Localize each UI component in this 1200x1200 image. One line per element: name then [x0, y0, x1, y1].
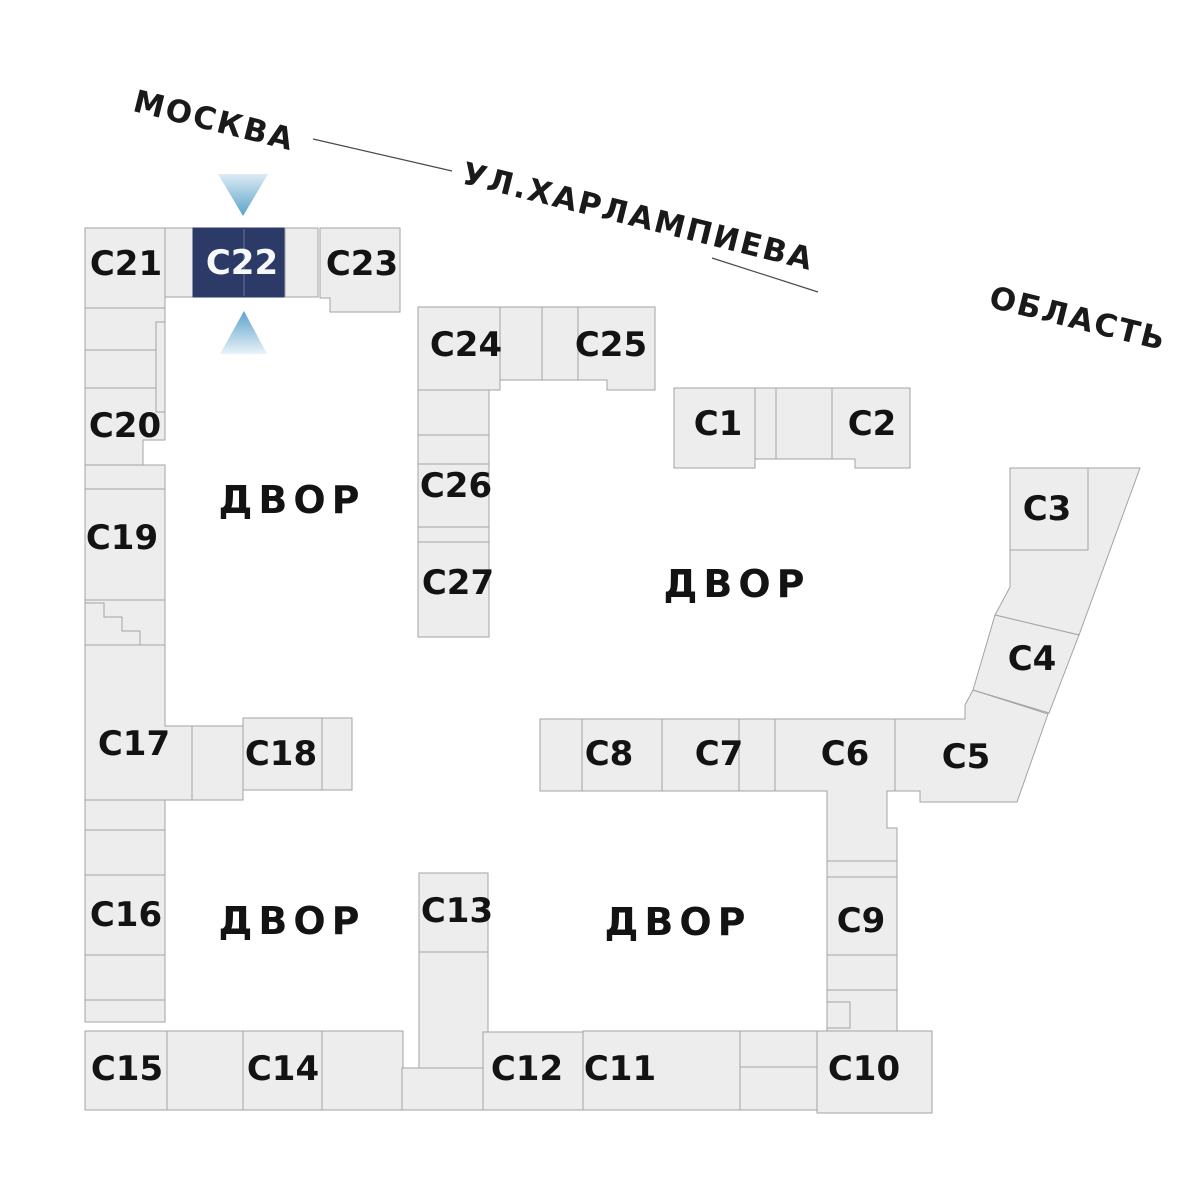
- street-city-label: МОСКВА: [130, 84, 299, 159]
- building-segment: [321, 1030, 404, 1111]
- street-line-right: [711, 257, 819, 293]
- building-c23-label: С23: [326, 244, 398, 284]
- building-c9-shape[interactable]: [826, 876, 898, 956]
- building-c2-shape[interactable]: [831, 387, 911, 469]
- street-region-label: ОБЛАСТЬ: [986, 280, 1171, 359]
- building-segment: [739, 1030, 818, 1111]
- building-segment: [401, 1067, 484, 1111]
- building-c8-label: С8: [585, 734, 634, 774]
- courtyard-label: ДВОР: [219, 478, 366, 522]
- building-segment: [826, 989, 898, 1032]
- building-c15-label: С15: [91, 1049, 163, 1089]
- building-c17-shape[interactable]: [84, 644, 193, 801]
- building-segment: [417, 526, 490, 543]
- notch-line: [827, 1001, 851, 1029]
- building-segment: [417, 434, 490, 465]
- building-segment: [321, 717, 353, 791]
- building-c2-label: С2: [848, 404, 897, 444]
- building-c26-shape[interactable]: [417, 463, 490, 528]
- building-c1-label: С1: [694, 404, 743, 444]
- building-c27-label: С27: [422, 563, 494, 603]
- building-c11-shape[interactable]: [582, 1030, 741, 1111]
- stair-steps-line: [85, 602, 141, 645]
- building-c19-label: С19: [86, 518, 158, 558]
- selected-arrow-top-icon: [218, 174, 268, 216]
- building-c5-label: С5: [942, 737, 991, 777]
- building-c3-shape[interactable]: [1009, 467, 1089, 551]
- building-segment: [84, 599, 166, 646]
- building-c6-label: С6: [821, 734, 870, 774]
- building-segment: [754, 387, 777, 460]
- building-c22-shape[interactable]: [192, 227, 286, 298]
- building-c23-shape[interactable]: [319, 227, 401, 313]
- building-segment: [541, 306, 579, 381]
- selected-arrow-bottom-icon: [220, 311, 267, 354]
- building-segment: [84, 307, 166, 351]
- building-c1-shape[interactable]: [673, 387, 756, 469]
- building-c24-label: С24: [430, 325, 502, 365]
- building-segment: [164, 227, 194, 298]
- building-c4-label: С4: [1008, 639, 1057, 679]
- building-c14-shape[interactable]: [242, 1030, 323, 1111]
- building-segment: [155, 321, 166, 413]
- building-c21-label: С21: [90, 244, 162, 284]
- building-segment: [418, 951, 489, 1069]
- building-c4-shape[interactable]: [972, 614, 1080, 714]
- building-segment: [84, 999, 166, 1023]
- building-c20-label: С20: [89, 406, 161, 446]
- building-segment: [84, 954, 166, 1001]
- building-segment: [84, 464, 166, 490]
- building-c25-label: С25: [575, 325, 647, 365]
- building-c13-label: С13: [421, 891, 493, 931]
- courtyard-label: ДВОР: [664, 562, 811, 606]
- street-name-label: УЛ.ХАРЛАМПИЕВА: [458, 156, 817, 278]
- building-c10-label: С10: [828, 1049, 900, 1089]
- building-c14-label: С14: [247, 1049, 319, 1089]
- building-c22-label: С22: [206, 243, 278, 283]
- building-c18-shape[interactable]: [242, 717, 323, 791]
- building-segment: [84, 349, 157, 389]
- building-c10-shape[interactable]: [816, 1030, 933, 1114]
- building-segment: [284, 227, 319, 298]
- building-c11-label: С11: [584, 1049, 656, 1089]
- building-c19-shape[interactable]: [84, 488, 166, 601]
- courtyard-label: ДВОР: [605, 900, 752, 944]
- building-c5-shape[interactable]: [894, 689, 1049, 803]
- building-segment: [84, 799, 166, 831]
- building-c16-label: С16: [90, 895, 162, 935]
- building-segment: [826, 860, 898, 878]
- building-c24-shape[interactable]: [417, 306, 501, 391]
- building-c9-label: С9: [837, 901, 886, 941]
- building-c15-shape[interactable]: [84, 1030, 168, 1111]
- building-c13-shape[interactable]: [418, 872, 489, 953]
- building-c27-shape[interactable]: [417, 541, 490, 638]
- building-segment: [84, 829, 166, 876]
- building-segment: [499, 306, 543, 381]
- street-line-left: [312, 138, 453, 172]
- building-c25-shape[interactable]: [577, 306, 656, 391]
- building-c26-label: С26: [420, 466, 492, 506]
- building-segment: [417, 389, 490, 436]
- building-c16-shape[interactable]: [84, 874, 166, 956]
- building-c7-label: С7: [695, 734, 744, 774]
- building-c18-label: С18: [245, 734, 317, 774]
- building-c3-label: С3: [1023, 489, 1072, 529]
- building-segment: [191, 725, 244, 801]
- building-segment: [738, 718, 776, 792]
- building-segment: [775, 387, 833, 460]
- building-segment: [826, 954, 898, 991]
- building-c21-shape[interactable]: [84, 227, 166, 309]
- building-segment: [539, 718, 583, 792]
- courtyard-label: ДВОР: [219, 899, 366, 943]
- building-c12-label: С12: [491, 1049, 563, 1089]
- building-segment: [166, 1030, 244, 1111]
- building-c17-label: С17: [98, 724, 170, 764]
